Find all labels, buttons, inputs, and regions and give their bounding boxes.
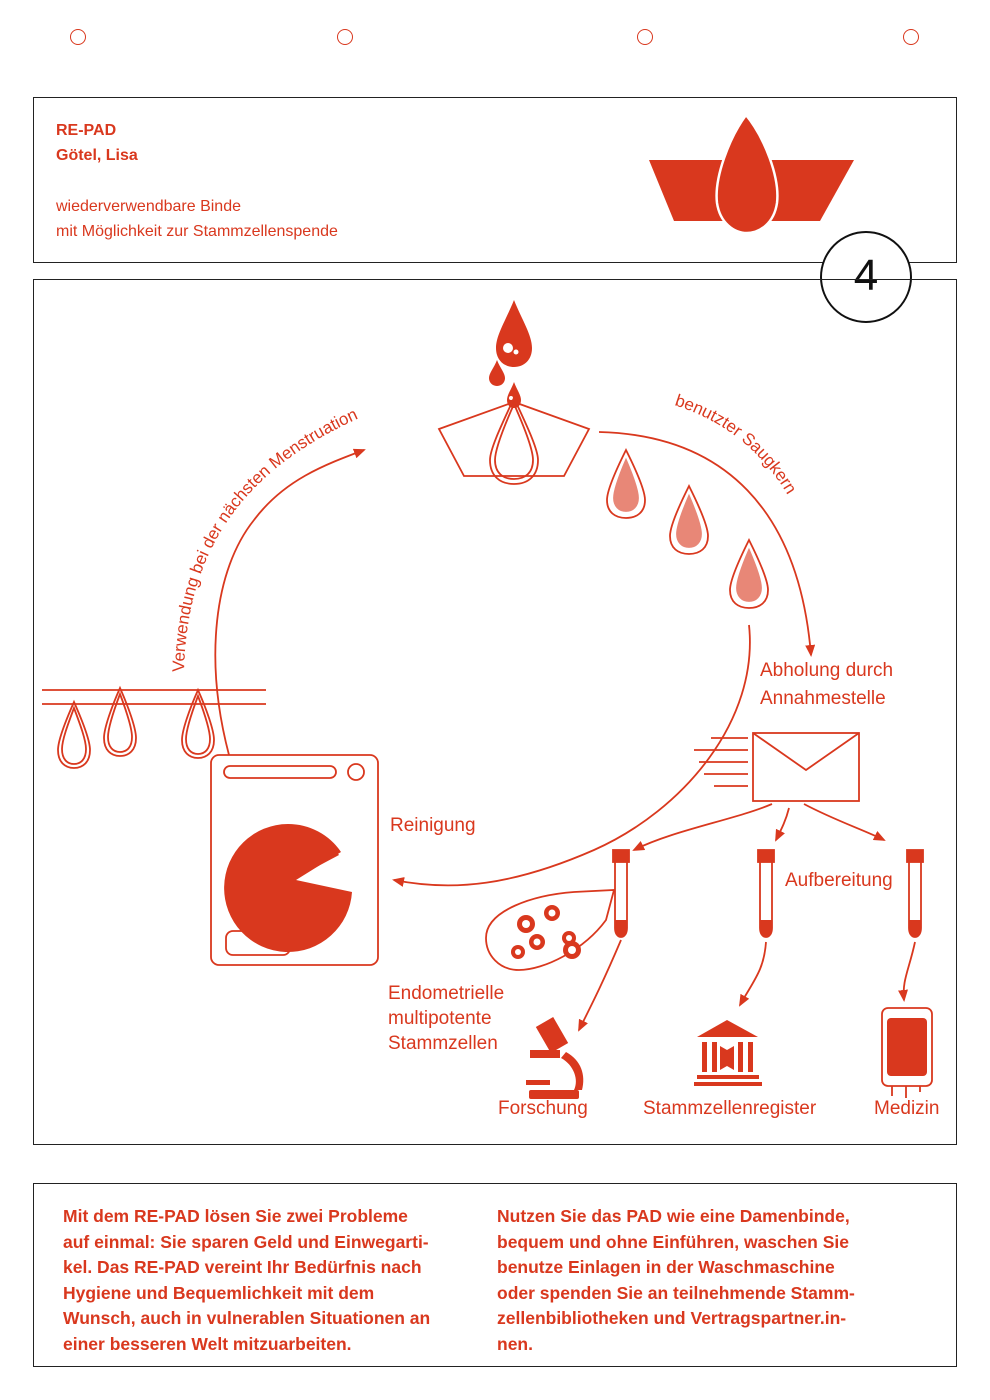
washing-machine-icon — [210, 754, 379, 966]
header-panel: RE-PAD Götel, Lisa wiederverwendbare Bin… — [33, 97, 957, 263]
registry-label: Stammzellenregister — [643, 1098, 817, 1119]
processing-label: Aufbereitung — [785, 870, 893, 891]
footer-right-line: oder spenden Sie an teilnehmende Stamm- — [497, 1282, 855, 1303]
stem-cells-label-1: Endometrielle — [388, 983, 505, 1004]
footer-right-line: zellenbibliotheken und Vertragspartner.i… — [497, 1308, 847, 1328]
footer-right-line: nen. — [497, 1333, 533, 1354]
binder-hole — [637, 29, 653, 45]
binder-hole — [903, 29, 919, 45]
stem-cells-label-3: Stammzellen — [388, 1033, 498, 1054]
pickup-label-2: Annahmestelle — [760, 688, 886, 709]
project-title: RE-PAD — [56, 122, 117, 139]
binder-hole — [70, 29, 86, 45]
description-line-2: mit Möglichkeit zur Stammzellenspende — [56, 223, 338, 240]
blood-drop-icon — [489, 300, 532, 408]
research-label: Forschung — [498, 1098, 588, 1119]
author-name: Götel, Lisa — [56, 147, 138, 164]
stem-cells-bubble — [485, 889, 616, 971]
page-number-badge: 4 — [820, 231, 912, 323]
footer-right-line: Nutzen Sie das PAD wie eine Damenbinde, — [497, 1206, 850, 1226]
footer-left-line: Mit dem RE-PAD lösen Sie zwei Probleme — [63, 1206, 408, 1226]
footer-right-text: Nutzen Sie das PAD wie eine Damenbinde, … — [497, 1204, 917, 1357]
footer-left-text: Mit dem RE-PAD lösen Sie zwei Probleme a… — [63, 1204, 483, 1357]
test-tube-icon — [612, 849, 924, 938]
stem-cells-label-2: multipotente — [388, 1008, 492, 1029]
footer-left-line: auf einmal: Sie sparen Geld und Einwegar… — [63, 1231, 429, 1252]
arc-label-used-core: benutzter Saugkern — [673, 391, 801, 497]
footer-left-line: kel. Das RE-PAD vereint Ihr Bedürfnis na… — [63, 1257, 422, 1277]
footer-left-line: Wunsch, auch in vulnerablen Situationen … — [63, 1308, 431, 1328]
pad-icon — [437, 395, 591, 485]
envelope-icon — [694, 732, 860, 802]
description-line-1: wiederverwendbare Binde — [56, 198, 241, 215]
medicine-label: Medizin — [874, 1098, 940, 1119]
pad-logo-icon — [649, 112, 854, 235]
binder-hole — [337, 29, 353, 45]
used-core-icon — [606, 447, 769, 609]
arc-label-reuse: Verwendung bei der nächsten Menstruation — [169, 405, 360, 673]
footer-panel: Mit dem RE-PAD lösen Sie zwei Probleme a… — [33, 1183, 957, 1367]
bank-icon — [694, 1020, 762, 1086]
cleaning-label: Reinigung — [390, 815, 476, 836]
footer-left-line: einer besseren Welt mitzuarbeiten. — [63, 1333, 352, 1354]
clothesline-icon — [42, 685, 266, 769]
footer-right-line: benutze Einlagen in der Waschmaschine — [497, 1257, 835, 1277]
pickup-label-1: Abholung durch — [760, 660, 894, 681]
microscope-icon — [526, 1017, 584, 1099]
footer-left-line: Hygiene und Bequemlichkeit mit dem — [63, 1282, 375, 1303]
process-diagram: Verwendung bei der nächsten Menstruation… — [33, 279, 957, 1145]
footer-right-line: bequem und ohne Einführen, waschen Sie — [497, 1231, 849, 1252]
blood-bag-icon — [881, 1007, 933, 1098]
